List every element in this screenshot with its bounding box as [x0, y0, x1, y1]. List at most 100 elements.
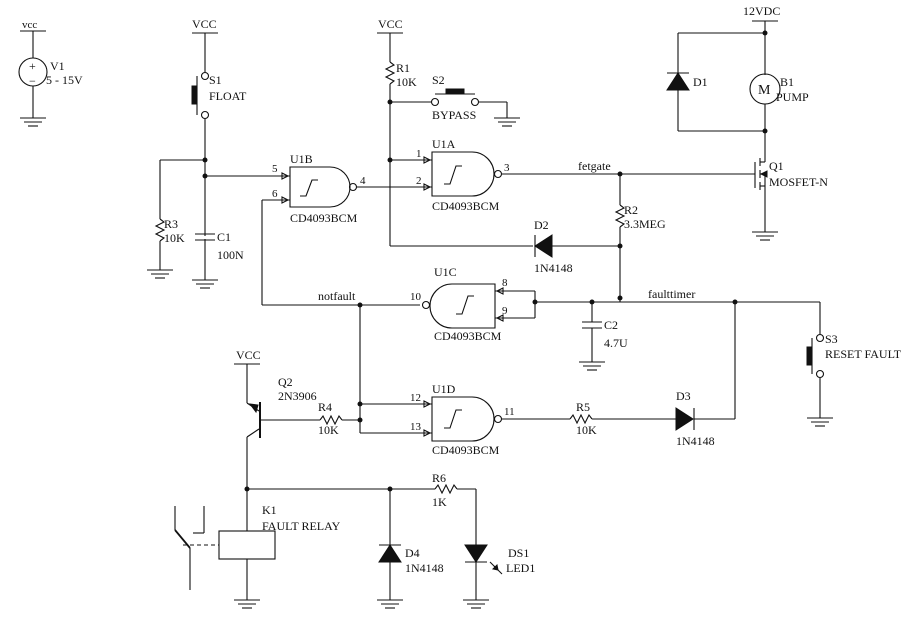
u1b-pin6: 6 [272, 188, 278, 200]
r3-resistor: R3 10K [147, 160, 185, 279]
u1b-nand-gate: U1B CD4093BCM 5 6 4 [205, 152, 432, 225]
pump-supply: 12VDC [743, 4, 780, 75]
u1c-pin9: 9 [502, 305, 508, 317]
u1a-ref: U1A [432, 137, 456, 151]
net-notfault: notfault [318, 289, 356, 303]
c1-capacitor: C1 100N [192, 230, 244, 289]
u1a-part: CD4093BCM [432, 199, 500, 213]
r5-resistor: R5 10K [502, 400, 676, 437]
r2-value: 3.3MEG [624, 217, 666, 231]
d3-diode: D3 1N4148 [675, 302, 736, 448]
u1c-pin8: 8 [502, 277, 508, 289]
d4-part: 1N4148 [405, 561, 444, 575]
u1b-pin4: 4 [360, 175, 366, 187]
d2-part: 1N4148 [534, 261, 573, 275]
r4-ref: R4 [318, 400, 332, 414]
q2-ref: Q2 [278, 375, 293, 389]
k1-ref: K1 [262, 503, 277, 517]
b1-label: PUMP [776, 90, 809, 104]
r6-resistor: R6 1K [432, 471, 477, 545]
u1d-part: CD4093BCM [432, 443, 500, 457]
ds1-ref: DS1 [508, 546, 529, 560]
c2-ref: C2 [604, 318, 618, 332]
s3-label: RESET FAULT [825, 347, 902, 361]
q1-part: MOSFET-N [769, 175, 828, 189]
r6-value: 1K [432, 495, 447, 509]
u1b-part: CD4093BCM [290, 211, 358, 225]
u1a-nand-gate: U1A CD4093BCM 1 2 3 [390, 137, 755, 213]
r1-resistor: VCC R1 10K [377, 17, 417, 246]
u1c-ref: U1C [434, 265, 457, 279]
k1-fault-relay: K1 FAULT RELAY [174, 489, 341, 609]
r1-ref: R1 [396, 61, 410, 75]
r1-vcc-label: VCC [378, 17, 403, 31]
s3-ref: S3 [825, 332, 838, 346]
r6-ref: R6 [432, 471, 446, 485]
u1d-pin11: 11 [504, 406, 515, 418]
ds1-label: LED1 [506, 561, 535, 575]
b1-pump-motor: M B1 PUMP [749, 73, 809, 131]
u1c-pin10: 10 [410, 291, 422, 303]
v1-ref: V1 [50, 59, 65, 73]
u1d-ref: U1D [432, 382, 456, 396]
q2-part: 2N3906 [278, 389, 317, 403]
r4-value: 10K [318, 423, 339, 437]
relay-coil [218, 530, 276, 560]
d2-diode: D2 1N4148 [390, 218, 620, 275]
v1-plus-sign: + [29, 59, 36, 73]
s3-reset-fault-switch: S3 RESET FAULT [806, 302, 902, 427]
v1-vcc-label: vcc [22, 19, 37, 31]
c1-value: 100N [217, 248, 244, 262]
u1b-ref: U1B [290, 152, 313, 166]
u1a-pin3: 3 [504, 162, 510, 174]
c2-value: 4.7U [604, 336, 628, 350]
r1-value: 10K [396, 75, 417, 89]
d4-diode: D4 1N4148 [377, 489, 444, 609]
v12-label: 12VDC [743, 4, 780, 18]
v1-range: 5 - 15V [46, 73, 83, 87]
r5-ref: R5 [576, 400, 590, 414]
u1d-nand-gate: U1D CD4093BCM 12 13 11 [360, 382, 515, 457]
d1-flyback-diode: D1 [666, 32, 765, 132]
r4-resistor: R4 10K [318, 400, 360, 437]
s2-label: BYPASS [432, 108, 476, 122]
r2-ref: R2 [624, 203, 638, 217]
motor-symbol: M [758, 83, 771, 98]
d3-ref: D3 [676, 389, 691, 403]
v1-voltage-source: vcc + − V1 5 - 15V [18, 19, 83, 127]
q1-mosfet: Q1 MOSFET-N [752, 131, 828, 241]
d1-ref: D1 [693, 75, 708, 89]
u1c-nand-gate: U1C CD4093BCM 8 9 10 [410, 265, 820, 343]
net-faulttimer: faulttimer [648, 287, 695, 301]
d3-part: 1N4148 [676, 434, 715, 448]
d4-ref: D4 [405, 546, 420, 560]
u1c-part: CD4093BCM [434, 329, 502, 343]
q1-ref: Q1 [769, 159, 784, 173]
s2-bypass-switch: S2 BYPASS [390, 73, 520, 127]
c2-capacitor: C2 4.7U [579, 302, 628, 371]
r5-value: 10K [576, 423, 597, 437]
net-fetgate: fetgate [578, 159, 611, 173]
k1-label: FAULT RELAY [262, 519, 341, 533]
r3-value: 10K [164, 231, 185, 245]
s2-ref: S2 [432, 73, 445, 87]
s1-vcc-label: VCC [192, 17, 217, 31]
u1a-pin2: 2 [416, 175, 422, 187]
q2-pnp-transistor: VCC Q2 2N3906 [234, 348, 320, 489]
s1-label: FLOAT [209, 89, 247, 103]
s1-ref: S1 [209, 73, 222, 87]
u1b-pin5: 5 [272, 163, 278, 175]
q2-vcc-label: VCC [236, 348, 261, 362]
ds1-led: DS1 LED1 [463, 544, 535, 609]
r2-resistor: R2 3.3MEG [614, 174, 666, 298]
s1-float-switch: VCC S1 FLOAT [191, 17, 247, 280]
b1-ref: B1 [780, 75, 794, 89]
u1d-pin12: 12 [410, 392, 421, 404]
v1-minus-sign: − [29, 74, 36, 88]
r3-ref: R3 [164, 217, 178, 231]
d2-ref: D2 [534, 218, 549, 232]
c1-ref: C1 [217, 230, 231, 244]
u1a-pin1: 1 [416, 148, 422, 160]
u1d-pin13: 13 [410, 421, 422, 433]
